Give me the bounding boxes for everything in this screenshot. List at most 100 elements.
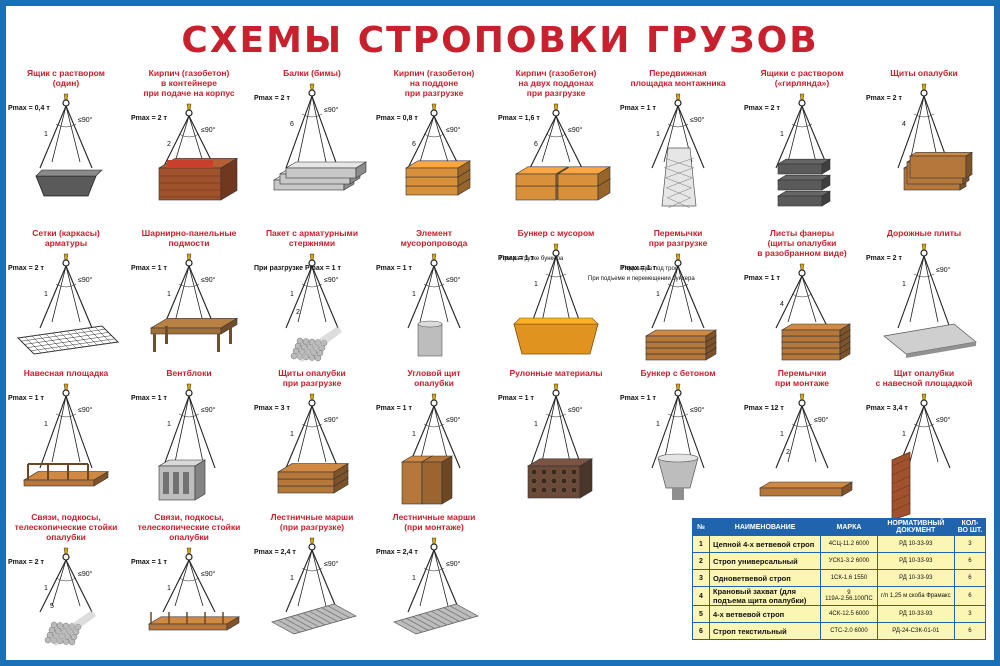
caption-line: Передвижная bbox=[649, 68, 707, 78]
angle-label: ≤90° bbox=[78, 116, 93, 124]
load-bricks bbox=[404, 160, 472, 196]
angle-label: ≤90° bbox=[814, 416, 829, 424]
sling-number: 6 bbox=[412, 141, 416, 148]
legend-cell-doc: РД 10-33-93 bbox=[876, 605, 955, 623]
legend-cell-mark: УСК1-3.2 6000 bbox=[820, 552, 878, 570]
caption-line: Угловой щит bbox=[407, 368, 461, 378]
sling-line bbox=[555, 395, 571, 463]
legend-cell-num: 3 bbox=[692, 569, 710, 587]
pmax-label: Pmax = 2,4 т bbox=[254, 549, 296, 556]
caption-line: Дорожные плиты bbox=[886, 228, 962, 238]
caption-line: при подаче на корпус bbox=[143, 88, 235, 98]
scheme-caption: Дорожные плиты bbox=[864, 228, 984, 238]
legend-header-doc: НОРМАТИВНЫЙ ДОКУМЕНТ bbox=[876, 518, 955, 536]
sling-line bbox=[801, 275, 829, 329]
sling-line bbox=[407, 265, 435, 329]
ring-icon bbox=[552, 389, 560, 397]
caption-line: при разгрузке bbox=[404, 88, 464, 98]
sling-line bbox=[541, 395, 557, 463]
sling-line bbox=[297, 265, 313, 323]
scheme-note: При подъеме и перемещении бункера bbox=[588, 276, 695, 282]
angle-arc bbox=[55, 123, 77, 128]
caption-line: на двух поддонах bbox=[518, 78, 594, 88]
sling-line bbox=[162, 395, 190, 469]
sling-line bbox=[419, 549, 435, 607]
sling-line bbox=[174, 395, 190, 463]
scheme-caption: Лестничные марши(при разгрузке) bbox=[252, 512, 372, 532]
angle-arc bbox=[301, 283, 323, 288]
caption-line: площадка монтажника bbox=[630, 78, 726, 88]
sling-number: 1 bbox=[656, 421, 660, 428]
hook-icon bbox=[921, 83, 927, 91]
pmax-label: Pmax = 2 т bbox=[866, 95, 902, 102]
sling-number: 1 bbox=[412, 575, 416, 582]
sling-number: 1 bbox=[412, 431, 416, 438]
angle-label: ≤90° bbox=[201, 406, 216, 414]
scheme-caption: Навесная площадка bbox=[6, 368, 126, 378]
pmax-label: Pmax = 0,4 т bbox=[8, 105, 50, 112]
sling-line bbox=[433, 115, 461, 169]
sling-number: 4 bbox=[902, 121, 906, 128]
sling-line bbox=[677, 395, 693, 463]
sling-line bbox=[651, 395, 679, 469]
angle-arc bbox=[55, 577, 77, 582]
poster-title: СХЕМЫ СТРОПОВКИ ГРУЗОВ bbox=[181, 20, 819, 61]
load-rebar bbox=[44, 610, 96, 646]
legend-cell-qty: 3 bbox=[953, 605, 987, 623]
sling-number: 1 bbox=[780, 431, 784, 438]
legend-header-row: № НАИМЕНОВАНИЕ МАРКА НОРМАТИВНЫЙ ДОКУМЕН… bbox=[692, 518, 987, 536]
load-slab bbox=[883, 323, 977, 358]
caption-line: Связи, подкосы, bbox=[31, 512, 101, 522]
caption-line: стержнями bbox=[288, 238, 336, 248]
rigging-diagram: Pmax = 1 т≤90°1 bbox=[620, 383, 705, 500]
pmax-label: Pmax = 1 т bbox=[131, 265, 167, 272]
load-bricks2 bbox=[514, 166, 612, 201]
angle-label: ≤90° bbox=[78, 570, 93, 578]
sling-line bbox=[188, 395, 204, 463]
pmax-label: Pmax = 1 т bbox=[620, 105, 656, 112]
sling-number: 1 bbox=[290, 431, 294, 438]
sling-line bbox=[188, 559, 204, 607]
hook-icon bbox=[921, 393, 927, 401]
sling-line bbox=[677, 265, 705, 329]
sling-line bbox=[311, 549, 339, 613]
ring-icon bbox=[308, 89, 316, 97]
legend-cell-mark: СТС-2.0 6000 bbox=[820, 622, 878, 640]
sling-line bbox=[897, 95, 925, 169]
sling-line bbox=[555, 255, 571, 323]
caption-line: опалубки bbox=[46, 532, 86, 542]
angle-arc bbox=[667, 283, 689, 288]
caption-line: с навесной площадкой bbox=[875, 378, 973, 388]
sling-line bbox=[433, 549, 449, 607]
sling-number: 1 bbox=[44, 585, 48, 592]
sling-line bbox=[297, 95, 313, 163]
sling-line bbox=[39, 395, 67, 469]
scheme-note: При разгрузке бункера bbox=[500, 256, 564, 262]
sling-line bbox=[311, 549, 327, 607]
sling-number: 1 bbox=[656, 291, 660, 298]
hook-icon bbox=[309, 253, 315, 261]
load-crate bbox=[157, 157, 239, 201]
sling-number: 1 bbox=[44, 131, 48, 138]
sling-line bbox=[162, 559, 190, 613]
sling-line bbox=[787, 405, 803, 463]
legend-cell-num: 2 bbox=[692, 552, 710, 570]
hook-icon bbox=[309, 393, 315, 401]
ring-icon bbox=[674, 389, 682, 397]
sling-line bbox=[801, 105, 829, 169]
sling-number: 1 bbox=[412, 291, 416, 298]
sling-number: 1 bbox=[290, 575, 294, 582]
hook-icon bbox=[431, 253, 437, 261]
